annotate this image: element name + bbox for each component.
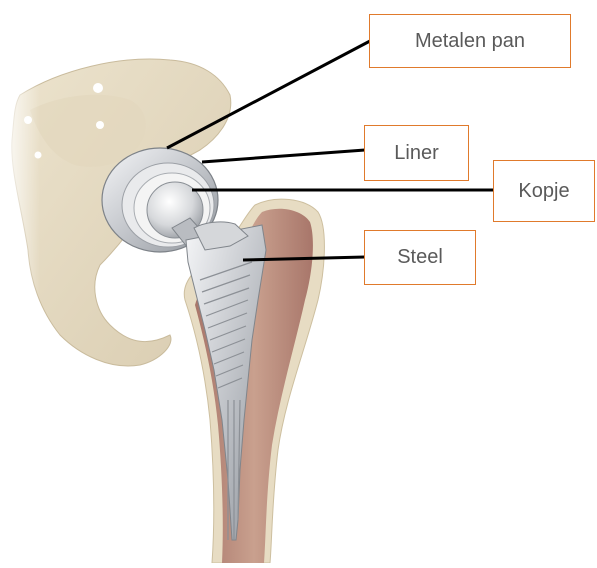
label-metalen-pan: Metalen pan — [369, 14, 571, 68]
label-metalen-pan-text: Metalen pan — [415, 30, 525, 53]
leader-line-liner — [202, 150, 365, 162]
label-liner: Liner — [364, 125, 469, 181]
label-steel: Steel — [364, 230, 476, 285]
label-kopje-text: Kopje — [518, 180, 569, 203]
label-liner-text: Liner — [394, 142, 438, 165]
label-steel-text: Steel — [397, 246, 443, 269]
label-kopje: Kopje — [493, 160, 595, 222]
